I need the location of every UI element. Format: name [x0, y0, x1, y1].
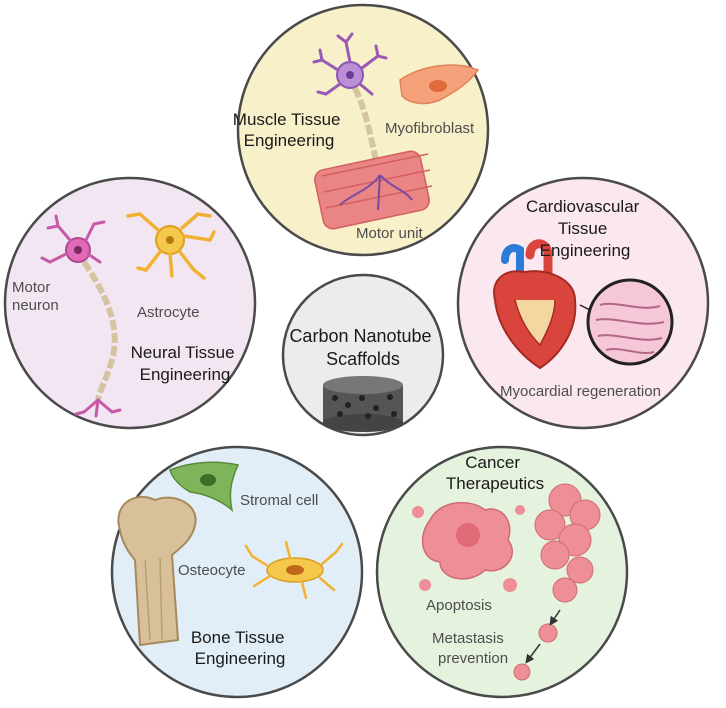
bone-tissue-panel: Stromal cell Osteocyte Bone Tissue Engin…	[110, 445, 364, 699]
tumor-cluster-icon	[513, 483, 601, 681]
neural-panel-circle	[3, 176, 257, 430]
cardio-title: Cardiovascular Tissue Engineering	[526, 197, 644, 260]
heart-icon	[493, 239, 577, 370]
stromal-cell-icon	[169, 461, 240, 512]
bone-title: Bone Tissue Engineering	[191, 628, 289, 668]
myocardium-tissue-icon	[579, 278, 674, 366]
myocardial-label: Myocardial regeneration	[500, 383, 661, 400]
motor-neuron-label: Motor neuron	[12, 279, 59, 314]
neural-tissue-panel: Motor neuron Astrocyte Neural Tissue Eng…	[3, 176, 257, 430]
arrow-icon	[525, 609, 561, 664]
osteocyte-icon	[244, 540, 344, 600]
stromal-label: Stromal cell	[240, 492, 318, 509]
cardiovascular-panel: Cardiovascular Tissue Engineering Myocar…	[456, 176, 710, 430]
myofibroblast-cell-icon	[399, 64, 480, 105]
metastasis-label: Metastasis prevention	[432, 630, 508, 667]
astrocyte-label: Astrocyte	[137, 304, 200, 321]
muscle-title: Muscle Tissue Engineering	[233, 110, 345, 150]
muscle-tissue-panel: Muscle Tissue Engineering Myofibroblast …	[233, 3, 490, 257]
porous-scaffold-icon	[323, 376, 403, 432]
muscle-fiber-bundle-icon	[314, 150, 433, 230]
osteocyte-label: Osteocyte	[178, 562, 246, 579]
apoptosis-label: Apoptosis	[426, 597, 492, 614]
cancer-title: Cancer Therapeutics	[446, 453, 544, 493]
femur-bone-icon	[117, 495, 197, 647]
cardio-panel-circle	[456, 176, 710, 430]
motor-neuron-icon	[40, 214, 122, 418]
myofibroblast-label: Myofibroblast	[385, 120, 475, 137]
neural-title: Neural Tissue Engineering	[131, 343, 240, 384]
motor-unit-label: Motor unit	[356, 225, 424, 242]
center-panel: Carbon Nanotube Scaffolds	[281, 273, 445, 437]
astrocyte-icon	[126, 212, 216, 280]
apoptotic-cell-icon	[412, 501, 525, 592]
cancer-panel: Cancer Therapeutics Apoptosis Metastasis…	[375, 445, 629, 699]
center-title: Carbon Nanotube Scaffolds	[289, 326, 436, 369]
